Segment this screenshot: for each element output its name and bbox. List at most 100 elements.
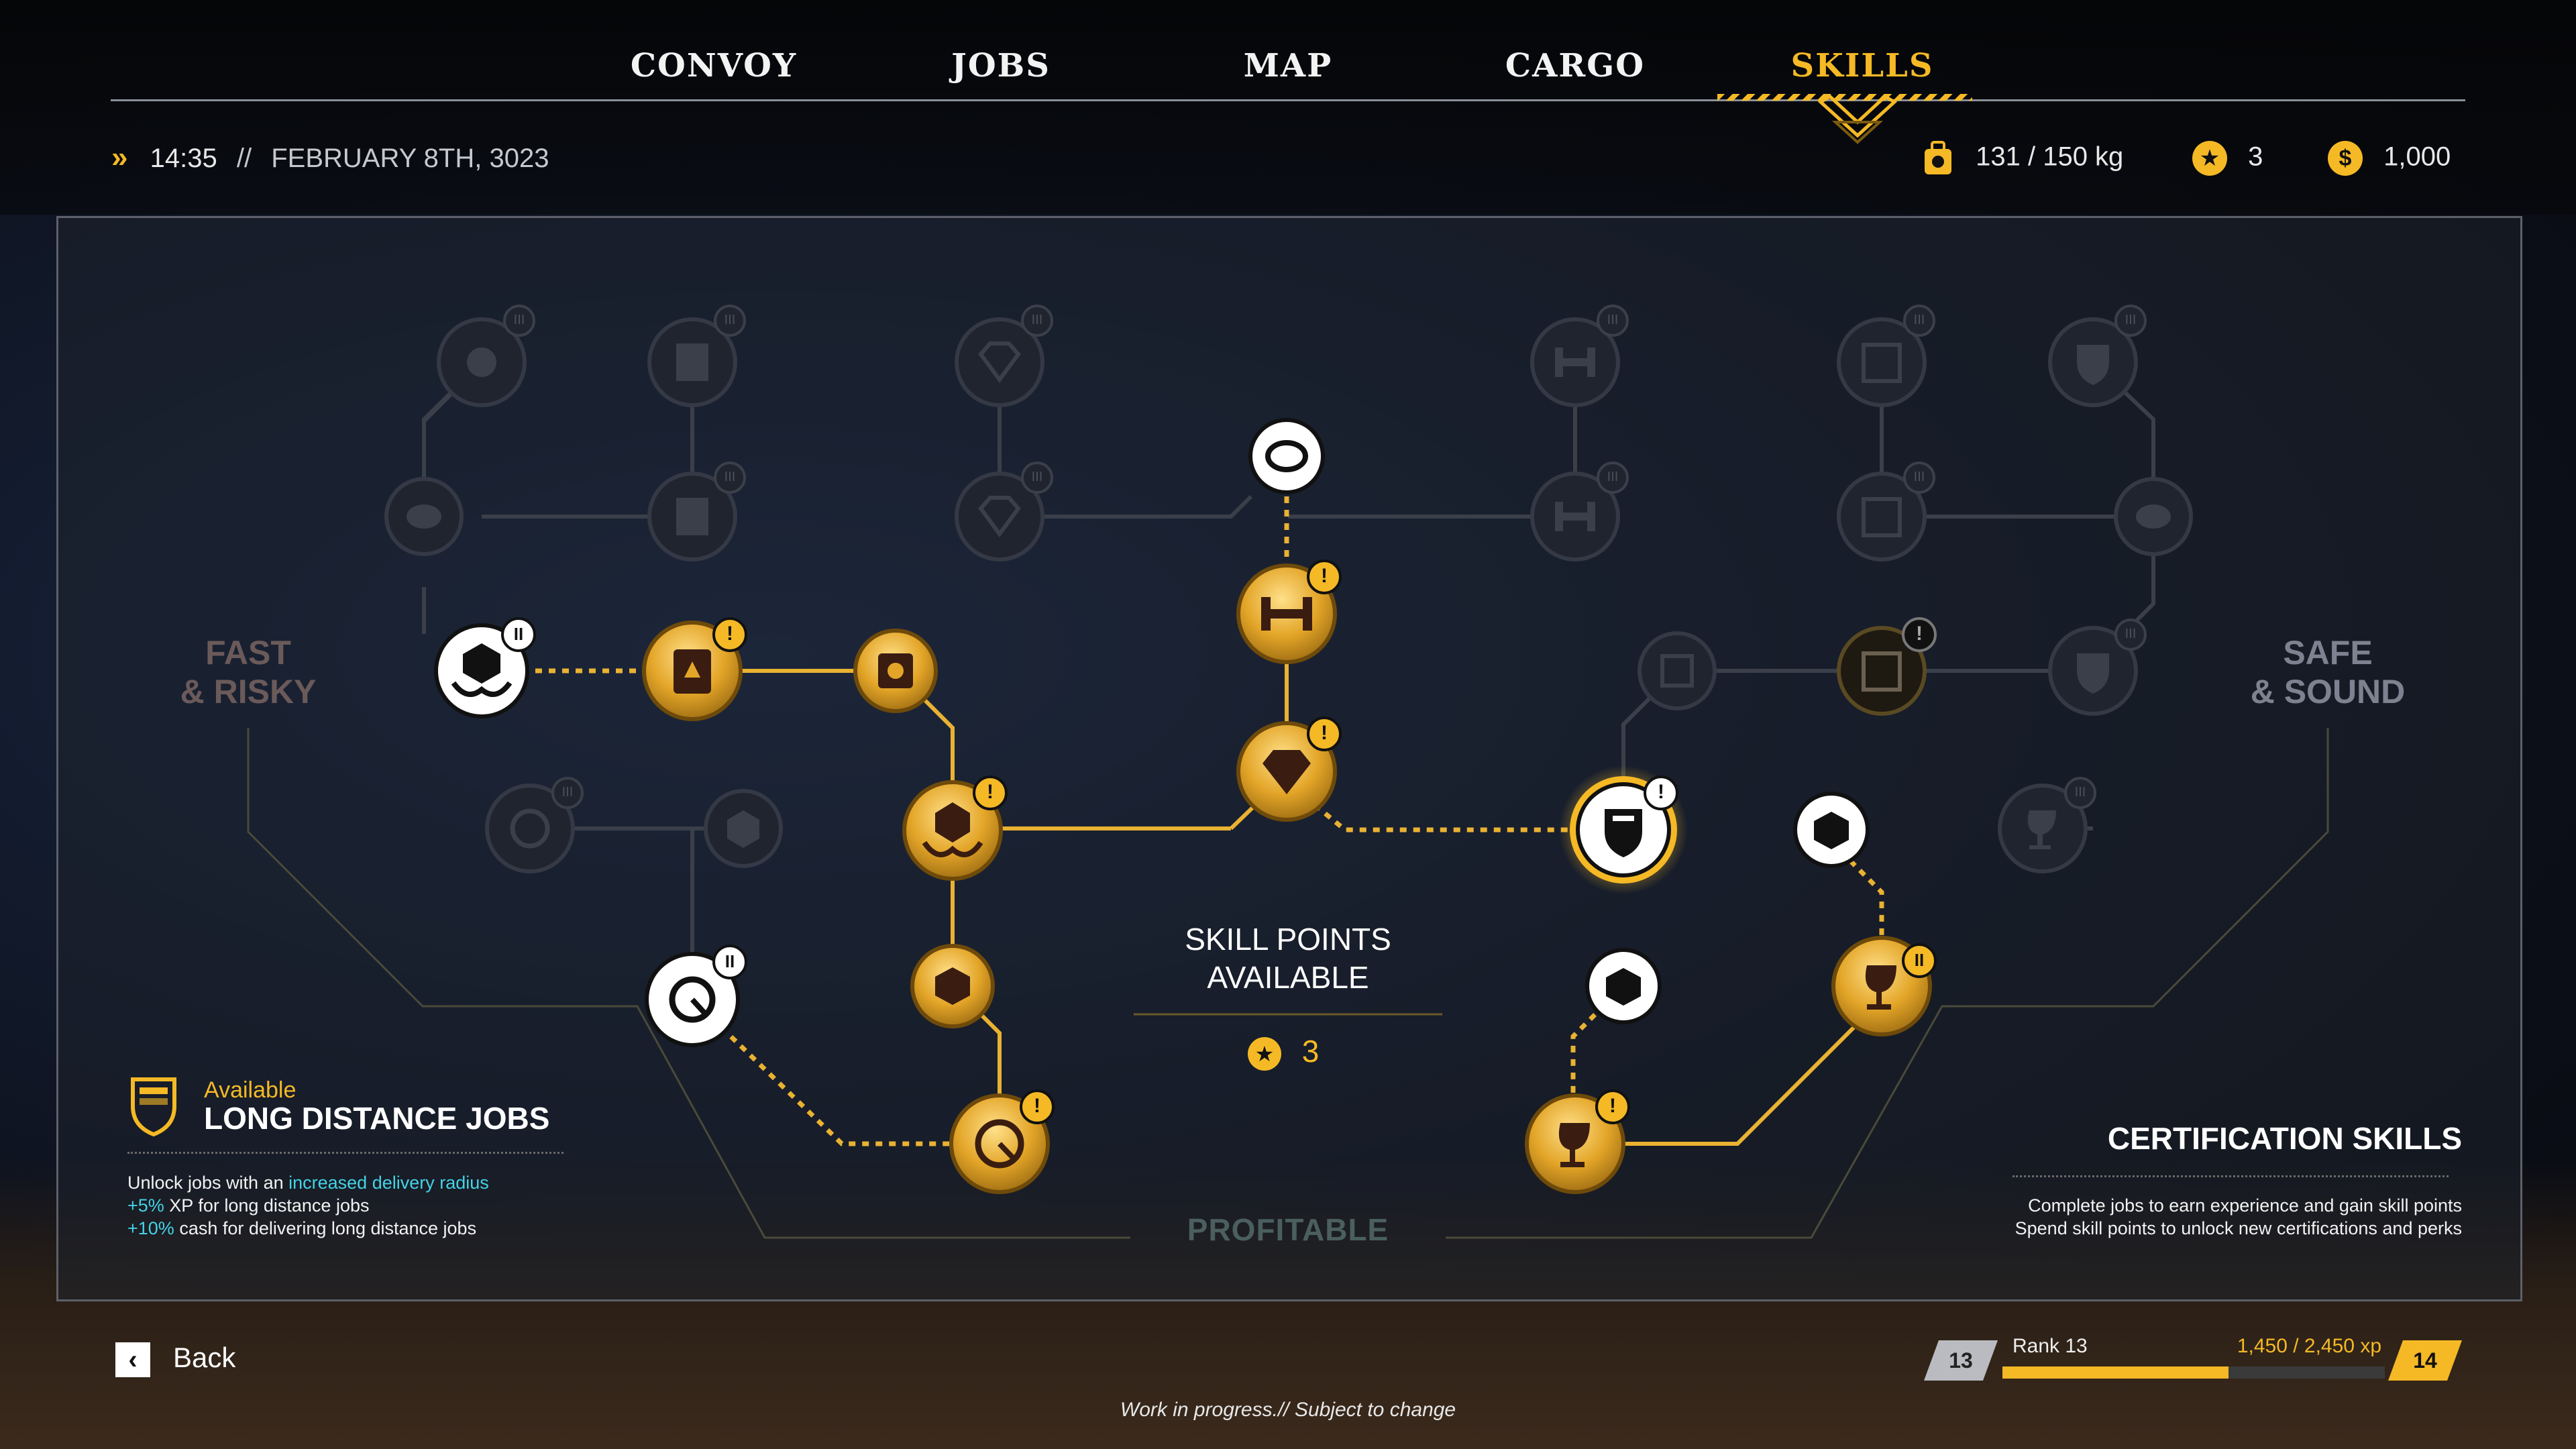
skill-points-title-line: SKILL POINTS <box>1185 922 1391 957</box>
badge-available-text: ! <box>1034 1095 1040 1117</box>
active-tab-hatch <box>1717 94 1972 101</box>
skill-node-safe-gold[interactable] <box>853 629 938 713</box>
tier-badge-text: III <box>2074 785 2086 800</box>
skill-node-dumbbell-gold[interactable] <box>1236 564 1337 664</box>
skill-node-locked-fragile[interactable] <box>1998 784 2088 873</box>
skill-node-locked-diamond[interactable] <box>955 317 1044 407</box>
skill-node-locked-box-left[interactable] <box>704 789 783 868</box>
tier-badge-text: III <box>1607 470 1619 484</box>
tab-convoy[interactable]: CONVOY <box>630 47 798 85</box>
skill-node-locked-shield[interactable] <box>2048 317 2138 407</box>
badge-unlocked-text: II <box>513 624 524 644</box>
tab-map[interactable]: MAP <box>1243 47 1333 85</box>
desc-text: XP for long distance jobs <box>164 1195 370 1216</box>
skill-node-box-gold[interactable] <box>910 944 995 1028</box>
cargo-weight: 131 / 150 kg <box>1976 142 2124 172</box>
back-button[interactable]: ‹Back <box>115 1342 235 1377</box>
badge-available-text: ! <box>1916 623 1923 645</box>
tier-badge-text: III <box>513 313 525 327</box>
skill-node-locked-dumbbell-2[interactable] <box>1530 472 1620 561</box>
date-time-readout: » 14:35 // FEBRUARY 8TH, 3023 <box>111 141 549 181</box>
rank-label: Rank 13 <box>2012 1335 2088 1357</box>
skill-node-locked-cargo-hands[interactable] <box>437 317 527 407</box>
skill-points-available: ★ 3 <box>1248 1033 1319 1071</box>
certification-line: Spend skill points to unlock new certifi… <box>2015 1218 2462 1238</box>
skill-node-locked-helmet-right[interactable] <box>2114 477 2193 556</box>
tier-badge-text: III <box>1607 313 1619 327</box>
skill-node-locked-hazard-barrel[interactable] <box>647 317 737 407</box>
xp-progress-bar <box>2002 1366 2385 1379</box>
calendar-date: FEBRUARY 8TH, 3023 <box>271 144 549 173</box>
branch-label-profitable: PROFITABLE <box>1187 1212 1389 1247</box>
skill-node-locked-diamond-2[interactable] <box>955 472 1044 561</box>
top-navigation: CONVOY JOBS MAP CARGO SKILLS <box>0 40 2576 94</box>
skill-node-locked-expand[interactable] <box>1837 317 1927 407</box>
certification-line: Complete jobs to earn experience and gai… <box>2028 1195 2462 1216</box>
skill-node-locked-expand-2[interactable] <box>1837 472 1927 561</box>
badge-available-text: ! <box>1609 1095 1616 1117</box>
tier-badge-text: III <box>1031 313 1043 327</box>
skill-node-locked-clock-left[interactable] <box>485 784 575 873</box>
skill-node-locked-helmet-left[interactable] <box>384 477 464 556</box>
tier-badge-text: III <box>2125 627 2137 641</box>
tab-skills[interactable]: SKILLS <box>1790 47 1934 85</box>
frame-lines <box>247 728 2329 1239</box>
branch-label-line: & RISKY <box>180 673 317 710</box>
certification-divider <box>2012 1175 2449 1177</box>
available-connections <box>535 483 1884 1146</box>
cargo-weight-readout: 131 / 150 kg <box>1923 141 2123 181</box>
skill-node-helmet-white[interactable] <box>1248 418 1325 494</box>
badge-available-text: ! <box>1658 781 1664 803</box>
skill-node-locked-expand-3[interactable] <box>1837 626 1927 716</box>
skill-node-box-white-center[interactable] <box>1585 948 1662 1024</box>
skill-node-clock-gold[interactable] <box>949 1093 1050 1194</box>
branch-label-safe-sound: SAFE & SOUND <box>2234 633 2422 711</box>
skill-node-hazard-barrel-gold[interactable] <box>642 621 743 721</box>
skill-desc-line-3: +10% cash for delivering long distance j… <box>127 1217 489 1240</box>
branch-label-line: & SOUND <box>2250 673 2406 710</box>
badge-available-text: ! <box>987 781 994 803</box>
branch-label-line: SAFE <box>2283 634 2373 672</box>
weight-icon <box>1925 141 1951 174</box>
dollar-icon: $ <box>2328 141 2363 176</box>
skill-points-readout: ★ 3 <box>2192 141 2263 181</box>
time-separator: // <box>236 144 252 173</box>
skill-desc-line-2: +5% XP for long distance jobs <box>127 1194 489 1217</box>
tier-badge-text: III <box>2125 313 2137 327</box>
skill-points-count: 3 <box>2248 142 2263 172</box>
star-icon: ★ <box>2192 141 2227 176</box>
skill-points-title: SKILL POINTS AVAILABLE <box>1120 920 1456 997</box>
skill-node-box-white-right[interactable] <box>1793 792 1870 868</box>
tier-badge-text: III <box>561 785 574 800</box>
desc-highlight: +10% <box>127 1218 174 1238</box>
xp-progress-fill <box>2002 1366 2229 1379</box>
tier-badge-text: III <box>724 470 736 484</box>
skill-description: Unlock jobs with an increased delivery r… <box>127 1171 489 1240</box>
tier-badge-text: III <box>724 313 736 327</box>
skill-node-hands-box-gold[interactable] <box>902 780 1003 881</box>
cash-amount: 1,000 <box>2383 142 2451 172</box>
desc-highlight: +5% <box>127 1195 164 1216</box>
skill-points-value: 3 <box>1301 1034 1320 1069</box>
badge-unlocked-text: II <box>724 951 735 971</box>
skill-node-locked-dumbbell[interactable] <box>1530 317 1620 407</box>
skill-node-locked-shield-2[interactable] <box>2048 626 2138 716</box>
skill-node-fragile-gold-left[interactable] <box>1525 1093 1625 1194</box>
skill-title: LONG DISTANCE JOBS <box>204 1101 550 1136</box>
tier-badge-text: III <box>1031 470 1043 484</box>
tab-cargo[interactable]: CARGO <box>1505 47 1646 85</box>
skill-node-clock-white[interactable] <box>645 952 740 1047</box>
skill-node-diamond-gold[interactable] <box>1236 721 1337 822</box>
branch-label-fast-risky: FAST & RISKY <box>154 633 342 711</box>
tier-badge-text: III <box>1913 470 1925 484</box>
active-tab-chevron-icon <box>1817 94 1898 144</box>
node-status-badges <box>501 559 1937 1124</box>
clock-time: 14:35 <box>150 144 217 173</box>
tab-jobs[interactable]: JOBS <box>951 47 1051 85</box>
skill-node-locked-hazard-barrel-2[interactable] <box>647 472 737 561</box>
tier-badge-text: III <box>1913 313 1925 327</box>
skill-node-locked-safe-right[interactable] <box>1638 631 1717 710</box>
badge-available-text: ! <box>1321 565 1328 587</box>
skill-node-cargo-hands-white[interactable] <box>434 623 529 718</box>
